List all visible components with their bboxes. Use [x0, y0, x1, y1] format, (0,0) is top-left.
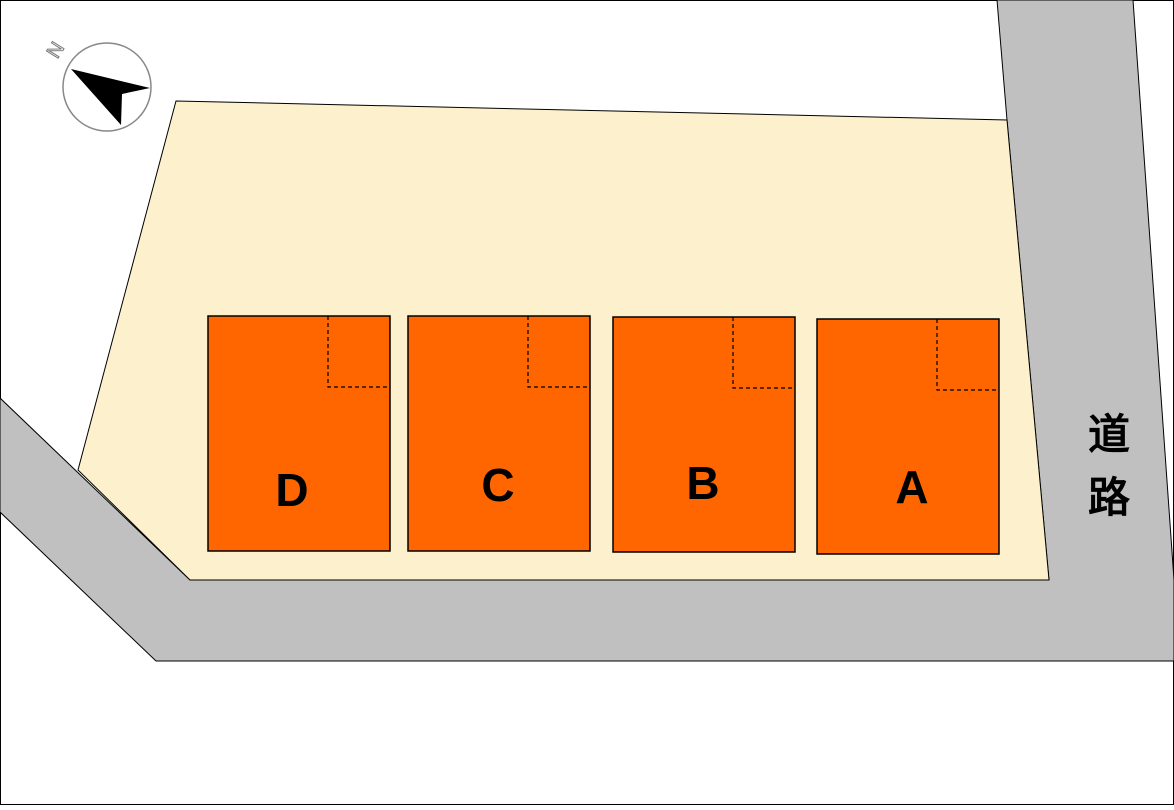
- lot-b[interactable]: B: [612, 316, 796, 553]
- lot-d-building: [207, 315, 391, 552]
- lot-a-parking-outline: [936, 319, 999, 391]
- lot-a-label: A: [895, 461, 928, 513]
- road-label-char-1: 道: [1088, 410, 1130, 459]
- lot-d-parking-outline: [327, 316, 390, 388]
- lot-b-parking-outline: [732, 317, 795, 389]
- lot-d[interactable]: D: [207, 315, 391, 552]
- lot-b-building: [612, 316, 796, 553]
- lot-c-building: [407, 315, 591, 552]
- lot-b-label: B: [686, 457, 719, 509]
- lot-a[interactable]: A: [816, 318, 1000, 555]
- lot-c[interactable]: C: [407, 315, 591, 552]
- road-label: 道 路: [1088, 410, 1131, 522]
- lot-d-label: D: [275, 464, 308, 516]
- north-arrow-icon: [71, 69, 150, 125]
- lot-a-building: [816, 318, 1000, 555]
- lot-c-label: C: [481, 459, 514, 511]
- lot-c-parking-outline: [527, 316, 590, 388]
- road-label-char-2: 路: [1088, 473, 1131, 522]
